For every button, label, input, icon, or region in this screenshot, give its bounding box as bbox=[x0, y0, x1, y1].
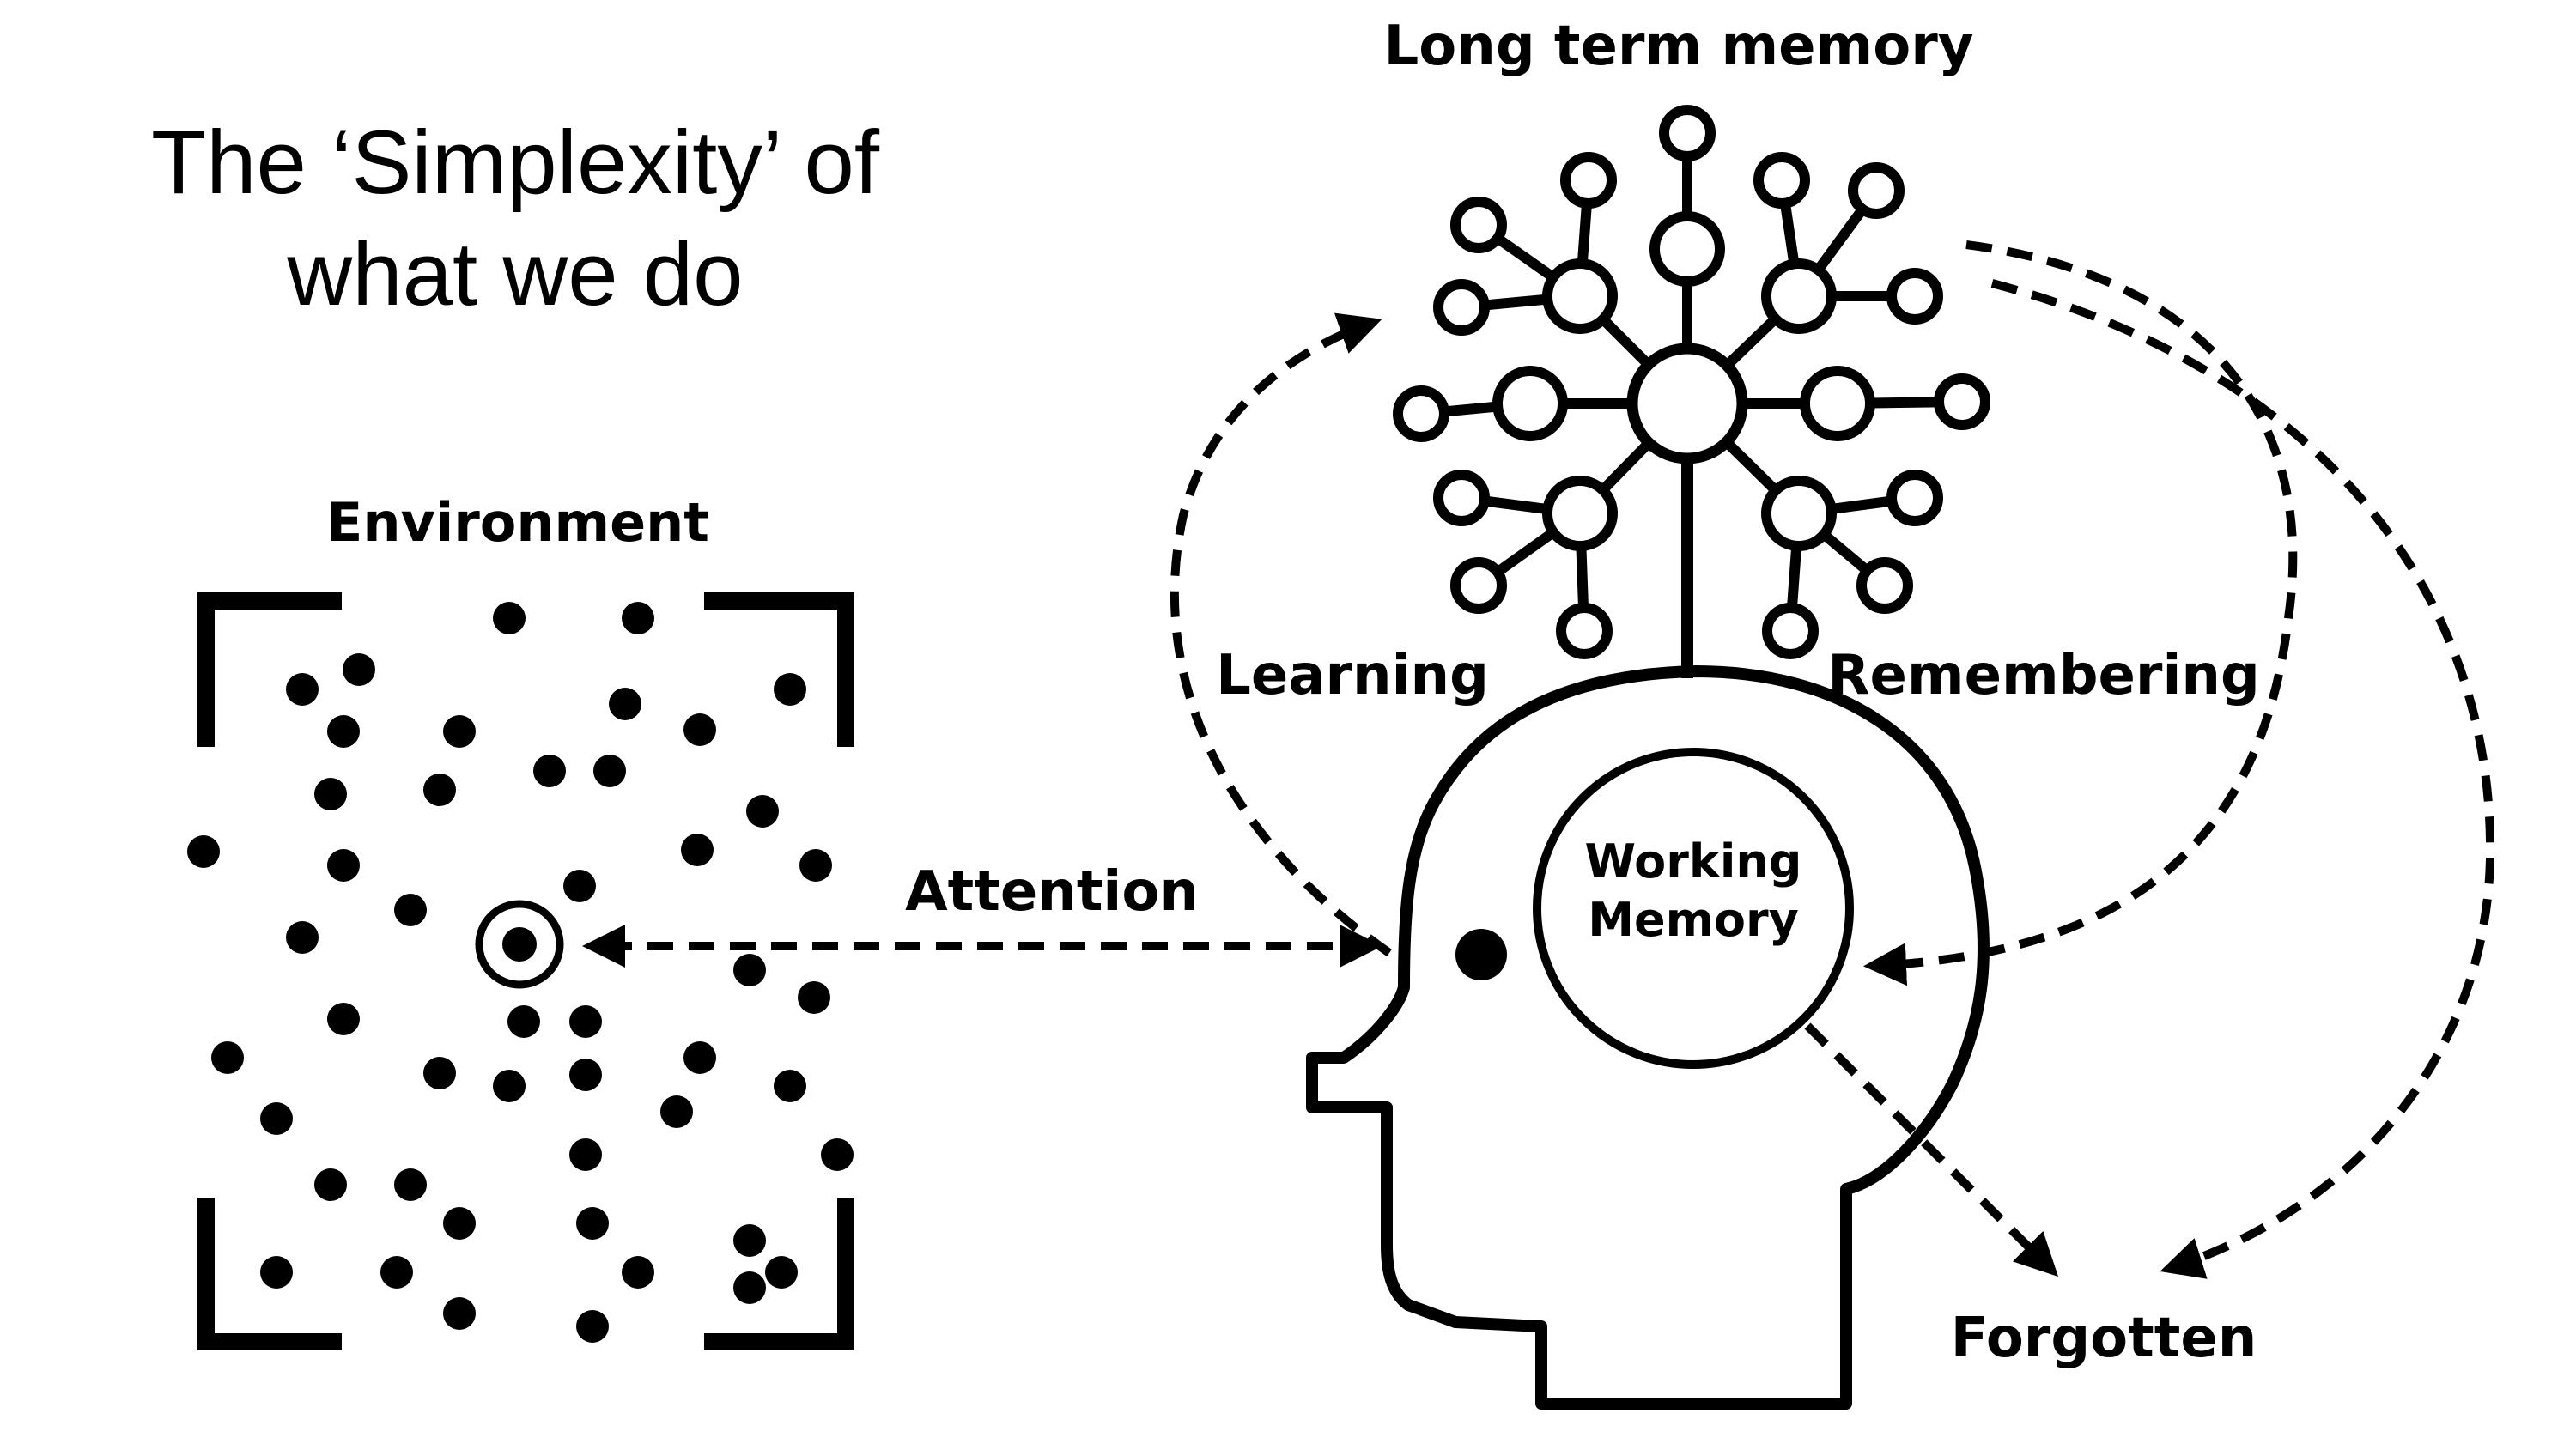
forgotten-arrow-long-term bbox=[1990, 279, 2495, 1279]
environment-dot bbox=[260, 1102, 293, 1135]
long-term-memory-label: Long term memory bbox=[1384, 15, 1974, 78]
neural-center-node bbox=[1626, 343, 1748, 464]
frame-corner-top-left bbox=[197, 592, 342, 747]
working-memory-label-line-1: Working bbox=[1585, 834, 1802, 889]
neural-leaf-node bbox=[1762, 603, 1819, 659]
environment-dot bbox=[765, 1256, 798, 1289]
neural-leaf-node bbox=[1393, 385, 1449, 442]
environment-dot bbox=[327, 1003, 360, 1035]
environment-dot bbox=[286, 673, 319, 706]
environment-dot bbox=[683, 713, 716, 746]
environment-dot bbox=[423, 1057, 456, 1089]
attention-target bbox=[475, 900, 564, 989]
neural-leaf-node bbox=[1886, 470, 1943, 526]
environment-dot bbox=[394, 1168, 427, 1201]
neural-leaf-node bbox=[1433, 279, 1490, 336]
neural-node bbox=[1761, 258, 1837, 334]
environment-dot bbox=[799, 849, 832, 882]
remembering-label: Remembering bbox=[1827, 644, 2260, 707]
neural-node bbox=[1800, 366, 1875, 441]
environment-dot bbox=[443, 715, 476, 748]
neural-leaf-node bbox=[1450, 557, 1507, 614]
working-memory-circle bbox=[1533, 748, 1854, 1069]
environment-dot bbox=[774, 1070, 806, 1102]
environment-dot bbox=[327, 715, 360, 748]
environment-dot bbox=[493, 1070, 526, 1102]
environment-dot bbox=[533, 755, 566, 787]
environment-dot bbox=[569, 1005, 602, 1038]
environment-dot bbox=[286, 921, 319, 954]
environment-dot bbox=[314, 778, 347, 810]
head-outline bbox=[1306, 665, 1990, 1410]
environment-dot bbox=[622, 602, 654, 634]
forgotten-arrow-working bbox=[1804, 1022, 2059, 1277]
environment-dot bbox=[507, 1005, 540, 1038]
environment-dot bbox=[423, 774, 456, 806]
environment-dot bbox=[569, 1138, 602, 1171]
environment-dot bbox=[563, 870, 596, 902]
neural-leaf-node bbox=[1560, 152, 1617, 209]
neural-node bbox=[1542, 476, 1618, 551]
environment-dot bbox=[733, 1224, 766, 1257]
neural-leaf-node bbox=[1886, 268, 1943, 325]
environment-dot bbox=[798, 981, 830, 1014]
frame-corner-bottom-right bbox=[704, 1198, 854, 1350]
environment-label: Environment bbox=[326, 491, 709, 554]
environment-dot bbox=[569, 1059, 602, 1091]
environment-dot bbox=[443, 1297, 476, 1330]
environment-dot bbox=[493, 602, 526, 634]
neural-node bbox=[1649, 211, 1725, 287]
environment-dot bbox=[660, 1095, 693, 1128]
environment-dot bbox=[327, 849, 360, 882]
environment-dot bbox=[733, 954, 766, 986]
title-line-1: The ‘Simplexity’ of bbox=[151, 112, 880, 213]
environment-dot bbox=[211, 1041, 244, 1074]
neural-leaf-node bbox=[1934, 373, 1990, 430]
environment-dot bbox=[821, 1138, 854, 1171]
title-line-2: what we do bbox=[286, 224, 743, 325]
attention-target-center bbox=[502, 927, 537, 962]
environment-dot bbox=[593, 755, 626, 787]
environment-dot bbox=[774, 673, 806, 706]
neural-leaf-node bbox=[1450, 197, 1507, 253]
environment-dot bbox=[343, 653, 375, 686]
neural-node bbox=[1761, 476, 1837, 551]
environment-dot bbox=[187, 835, 220, 868]
environment-dot bbox=[683, 1041, 716, 1074]
environment-dot bbox=[314, 1168, 347, 1201]
environment-frame bbox=[197, 592, 854, 1350]
environment-dot bbox=[733, 1271, 766, 1304]
forgotten-label: Forgotten bbox=[1951, 1307, 2257, 1370]
neural-leaf-node bbox=[1856, 557, 1913, 614]
neural-node bbox=[1492, 366, 1568, 441]
long-term-memory-network bbox=[1393, 105, 1990, 659]
environment-dot bbox=[380, 1256, 413, 1289]
remembering-arrow bbox=[1863, 240, 2298, 986]
attention-label: Attention bbox=[905, 860, 1199, 924]
neural-leaf-node bbox=[1433, 470, 1490, 526]
neural-leaf-node bbox=[1848, 162, 1905, 219]
environment-dot bbox=[394, 894, 427, 926]
neural-leaf-node bbox=[1659, 105, 1716, 161]
environment-dots bbox=[187, 602, 854, 1343]
working-memory-label-line-2: Memory bbox=[1588, 893, 1799, 947]
environment-dot bbox=[576, 1207, 609, 1240]
environment-dot bbox=[622, 1256, 654, 1289]
neural-leaf-node bbox=[1556, 603, 1613, 659]
learning-arrow bbox=[1170, 312, 1392, 957]
frame-corner-top-right bbox=[704, 592, 854, 747]
learning-label: Learning bbox=[1216, 644, 1489, 707]
environment-dot bbox=[260, 1256, 293, 1289]
neural-leaf-node bbox=[1753, 152, 1810, 209]
attention-target-ring bbox=[475, 900, 564, 989]
neural-node bbox=[1542, 258, 1618, 334]
frame-corner-bottom-left bbox=[197, 1198, 342, 1350]
environment-dot bbox=[609, 688, 641, 720]
eye bbox=[1455, 929, 1507, 980]
environment-dot bbox=[746, 795, 779, 828]
environment-dot bbox=[576, 1310, 609, 1343]
environment-dot bbox=[443, 1207, 476, 1240]
environment-dot bbox=[681, 834, 714, 866]
